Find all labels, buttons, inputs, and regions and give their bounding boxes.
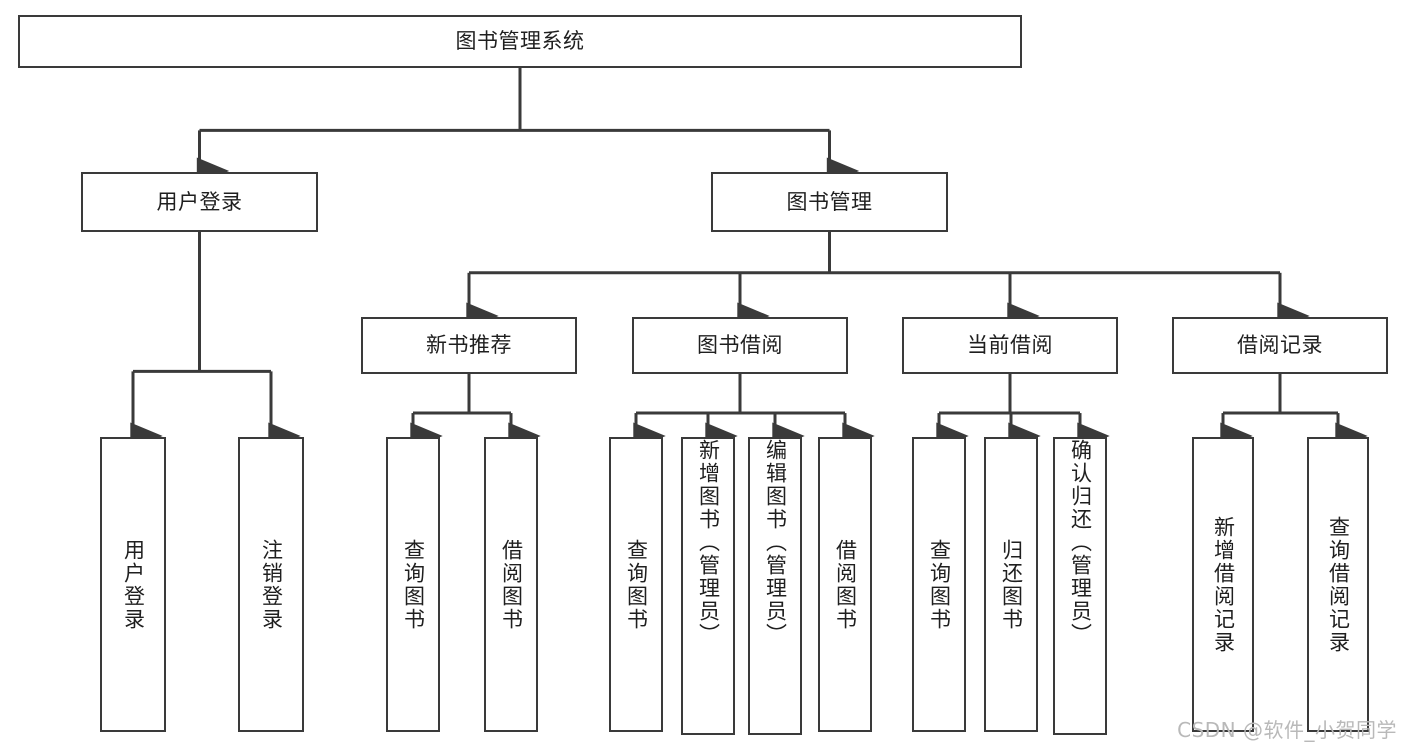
node-leaf-edit-book[interactable]: 编辑图书（管理员） [748,437,802,735]
node-user-login[interactable]: 用户登录 [81,172,318,232]
node-leaf-borrow-book-1[interactable]: 借阅图书 [484,437,538,732]
node-book-borrow[interactable]: 图书借阅 [632,317,848,374]
node-leaf-add-record[interactable]: 新增借阅记录 [1192,437,1254,732]
node-leaf-query-book-1[interactable]: 查询图书 [386,437,440,732]
csdn-watermark: CSDN @软件_小贺同学 [1177,718,1397,742]
node-leaf-user-login-label: 用户登录 [121,538,146,631]
node-leaf-borrow-book-2-label: 借阅图书 [833,538,858,631]
node-leaf-logout[interactable]: 注销登录 [238,437,304,732]
node-leaf-borrow-book-1-label: 借阅图书 [499,538,524,631]
node-leaf-confirm-return-label: 确认归还（管理员） [1068,439,1093,646]
node-root-label: 图书管理系统 [455,29,585,54]
node-current-borrow-label: 当前借阅 [967,333,1053,358]
node-leaf-add-record-label: 新增借阅记录 [1211,515,1236,654]
node-leaf-query-book-3-label: 查询图书 [927,538,952,631]
node-leaf-edit-book-label: 编辑图书（管理员） [763,439,788,646]
node-user-login-label: 用户登录 [156,189,243,214]
node-leaf-logout-label: 注销登录 [259,538,284,631]
node-borrow-record[interactable]: 借阅记录 [1172,317,1388,374]
node-leaf-return-book[interactable]: 归还图书 [984,437,1038,732]
node-leaf-query-book-2[interactable]: 查询图书 [609,437,663,732]
node-leaf-add-book[interactable]: 新增图书（管理员） [681,437,735,735]
node-leaf-query-record-label: 查询借阅记录 [1326,515,1351,654]
node-current-borrow[interactable]: 当前借阅 [902,317,1118,374]
node-new-book-rec[interactable]: 新书推荐 [361,317,577,374]
node-book-manage[interactable]: 图书管理 [711,172,948,232]
node-leaf-user-login[interactable]: 用户登录 [100,437,166,732]
node-new-book-rec-label: 新书推荐 [426,333,512,358]
node-borrow-record-label: 借阅记录 [1237,333,1323,358]
node-book-borrow-label: 图书借阅 [697,333,783,358]
node-leaf-query-record[interactable]: 查询借阅记录 [1307,437,1369,732]
node-leaf-confirm-return[interactable]: 确认归还（管理员） [1053,437,1107,735]
node-root[interactable]: 图书管理系统 [18,15,1022,68]
node-leaf-borrow-book-2[interactable]: 借阅图书 [818,437,872,732]
node-leaf-return-book-label: 归还图书 [999,538,1024,631]
node-leaf-query-book-3[interactable]: 查询图书 [912,437,966,732]
node-leaf-query-book-1-label: 查询图书 [401,538,426,631]
node-book-manage-label: 图书管理 [786,189,873,214]
node-leaf-add-book-label: 新增图书（管理员） [696,439,721,646]
node-leaf-query-book-2-label: 查询图书 [624,538,649,631]
